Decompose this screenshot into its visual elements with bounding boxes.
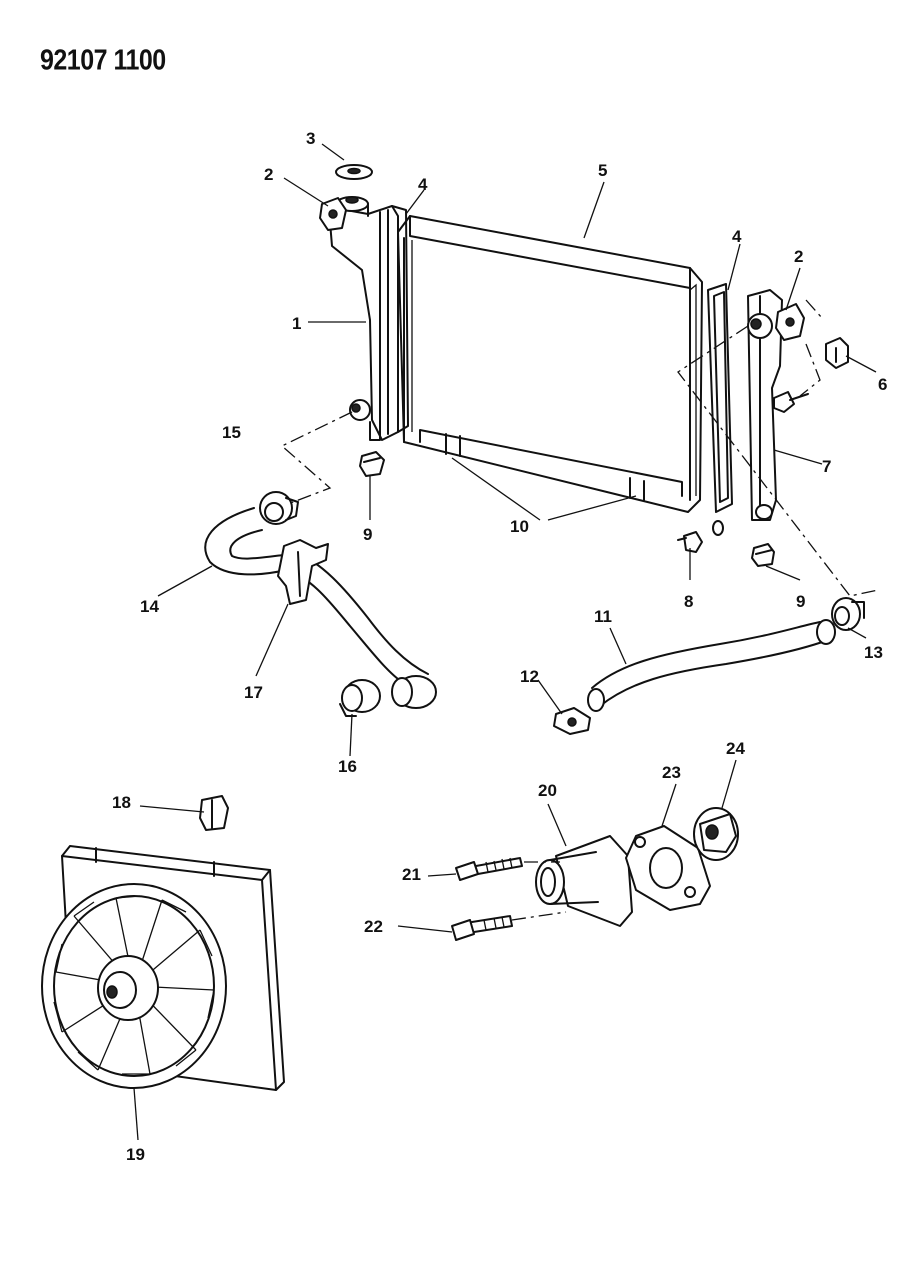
hose-clamp-13 [831, 597, 865, 631]
callout-8: 8 [684, 592, 693, 611]
bolt-21 [455, 857, 523, 881]
callout-14: 14 [140, 597, 159, 616]
callout-11: 11 [594, 607, 612, 626]
hose-clamp-16 [339, 679, 381, 717]
cooling-fan-assembly [41, 845, 285, 1091]
callout-9-left: 9 [363, 525, 372, 544]
callout-10: 10 [510, 517, 529, 536]
callout-17: 17 [244, 683, 263, 702]
callout-leaders [133, 143, 877, 1141]
document-id: 92107 1100 [40, 44, 166, 77]
hose-clamp-12 [553, 707, 591, 735]
callout-18: 18 [112, 793, 131, 812]
callout-23: 23 [662, 763, 681, 782]
thermostat [693, 807, 739, 861]
water-outlet [535, 835, 633, 927]
clip-nut [825, 337, 849, 369]
callout-4-right: 4 [732, 227, 742, 246]
radiator-hose-left [204, 507, 437, 709]
clip-right [775, 303, 805, 341]
cap-gasket [335, 164, 373, 180]
insulator-right [751, 543, 775, 567]
clip-left [319, 197, 347, 231]
callout-16: 16 [338, 757, 357, 776]
drain-cock [677, 520, 724, 553]
callout-20: 20 [538, 781, 557, 800]
radiator-hose-right [587, 619, 836, 712]
callout-12: 12 [520, 667, 539, 686]
callout-9-right: 9 [796, 592, 805, 611]
callout-2-left: 2 [264, 165, 273, 184]
callout-19: 19 [126, 1145, 145, 1164]
right-gasket [707, 283, 733, 513]
fan-clip [199, 795, 229, 831]
callout-4-left: 4 [418, 175, 428, 194]
callout-2-right: 2 [794, 247, 803, 266]
callout-21: 21 [402, 865, 421, 884]
callout-6: 6 [878, 375, 887, 394]
callout-1: 1 [292, 314, 301, 333]
hose-clamp-15 [259, 491, 299, 525]
right-tank [747, 289, 783, 521]
callout-15: 15 [222, 423, 241, 442]
tank-screw [773, 391, 809, 413]
callout-labels: 1 2 2 3 4 4 5 6 7 8 9 9 10 11 12 13 14 1… [112, 129, 887, 1164]
callout-3: 3 [306, 129, 315, 148]
callout-7: 7 [822, 457, 831, 476]
callout-5: 5 [598, 161, 607, 180]
thermostat-gasket [625, 825, 711, 911]
insulator-left [359, 451, 385, 477]
bolt-22 [451, 915, 513, 941]
radiator-core [397, 215, 703, 513]
callout-24: 24 [726, 739, 745, 758]
left-tank [329, 196, 409, 441]
callout-22: 22 [364, 917, 383, 936]
hose-bracket-17 [277, 539, 329, 605]
callout-13: 13 [864, 643, 883, 662]
